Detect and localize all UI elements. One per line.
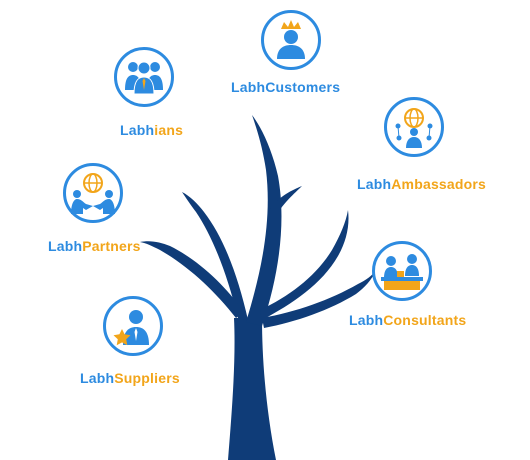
customers-label: LabhCustomers <box>231 79 341 95</box>
consultants-label: LabhConsultants <box>349 312 467 328</box>
handshake-globe-icon <box>71 173 115 214</box>
suppliers-circle <box>103 296 163 356</box>
labhians-label: Labhians <box>120 122 184 138</box>
suppliers-label: LabhSuppliers <box>80 370 180 386</box>
consultants-circle <box>372 241 432 301</box>
labhians-circle <box>114 47 174 107</box>
partners-circle <box>63 163 123 223</box>
customers-circle <box>261 10 321 70</box>
person-star-icon <box>113 310 149 346</box>
meeting-table-icon <box>381 254 423 290</box>
team-group-icon <box>125 61 163 95</box>
ambassadors-circle <box>384 97 444 157</box>
partners-label: LabhPartners <box>48 238 141 254</box>
globe-network-person-icon <box>395 108 433 148</box>
ambassadors-label: LabhAmbassadors <box>357 176 487 192</box>
crowned-person-icon <box>277 20 305 59</box>
